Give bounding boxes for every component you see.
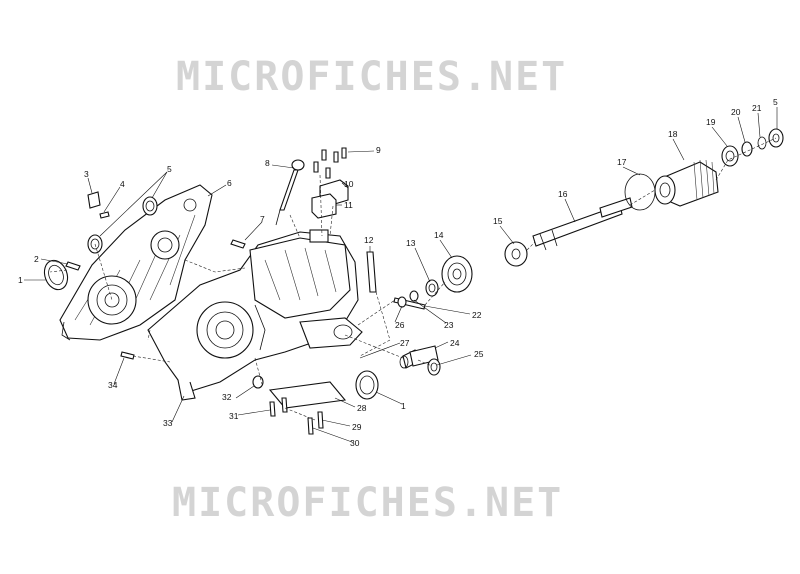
dowel-pin-7 <box>230 239 246 249</box>
switch-11 <box>311 193 337 219</box>
washer-23 <box>409 290 419 302</box>
pin-12 <box>366 251 377 293</box>
leader-lines <box>24 107 778 443</box>
callout-17: 17 <box>617 157 627 167</box>
pin-4 <box>99 211 110 219</box>
drain-plug-32 <box>252 375 264 389</box>
callout-5b: 5 <box>773 97 778 107</box>
callout-20: 20 <box>731 107 741 117</box>
callout-2: 2 <box>34 254 39 264</box>
callout-33: 33 <box>163 418 173 428</box>
callout-14: 14 <box>434 230 444 240</box>
callout-21: 21 <box>752 103 762 113</box>
bearing-19 <box>721 145 739 167</box>
seal-25 <box>427 358 441 376</box>
dowel-pin-2 <box>65 261 81 271</box>
callout-11: 11 <box>344 200 353 210</box>
callout-26: 26 <box>395 320 405 330</box>
watermark-top: MICROFICHES.NET <box>176 54 568 100</box>
callout-7: 7 <box>260 214 265 224</box>
callout-15: 15 <box>493 216 503 226</box>
callout-32: 32 <box>222 392 232 402</box>
callout-16: 16 <box>558 189 568 199</box>
assembly-lines <box>49 137 777 421</box>
washer-26 <box>397 296 407 308</box>
callout-1b: 1 <box>401 401 406 411</box>
callout-19: 19 <box>706 117 716 127</box>
bolts-30 <box>307 417 314 435</box>
callout-31: 31 <box>229 411 239 421</box>
bolts-29 <box>317 411 324 429</box>
pin-34 <box>120 351 135 360</box>
callout-6: 6 <box>227 178 232 188</box>
callout-23: 23 <box>444 320 454 330</box>
sprocket-14 <box>441 255 473 293</box>
washer-20 <box>741 141 753 157</box>
callout-29: 29 <box>352 422 362 432</box>
oil-seal-right <box>355 370 379 400</box>
callout-30: 30 <box>350 438 360 448</box>
callout-9: 9 <box>376 145 381 155</box>
callout-12: 12 <box>364 235 374 245</box>
callout-8: 8 <box>265 158 270 168</box>
watermark-bottom: MICROFICHES.NET <box>172 480 564 526</box>
callout-25: 25 <box>474 349 484 359</box>
dipstick-8 <box>275 159 305 226</box>
callout-3: 3 <box>84 169 89 179</box>
bearing-5b <box>142 196 158 216</box>
callout-4: 4 <box>120 179 125 189</box>
screws-9 <box>313 147 347 179</box>
gearcase-cover <box>59 184 213 341</box>
clip-21 <box>757 136 767 150</box>
callout-10: 10 <box>344 179 354 189</box>
callout-5a: 5 <box>167 164 172 174</box>
sticker-3 <box>87 191 101 209</box>
shaft-16 <box>532 197 633 251</box>
callout-labels: 1 2 3 4 5 6 7 8 9 10 11 12 13 14 15 16 1… <box>18 97 778 448</box>
clutch-18 <box>654 159 719 207</box>
washer-15 <box>504 241 528 267</box>
callout-13: 13 <box>406 238 416 248</box>
gear-13 <box>425 279 439 297</box>
callout-27: 27 <box>400 338 410 348</box>
callout-24: 24 <box>450 338 460 348</box>
spring-17 <box>624 173 656 211</box>
transmission-case <box>147 229 363 401</box>
callout-34: 34 <box>108 380 118 390</box>
callout-18: 18 <box>668 129 678 139</box>
oil-seal-left <box>43 259 69 291</box>
callout-22: 22 <box>472 310 482 320</box>
callout-28: 28 <box>357 403 367 413</box>
cover-plate-28 <box>268 381 347 409</box>
callout-1a: 1 <box>18 275 23 285</box>
